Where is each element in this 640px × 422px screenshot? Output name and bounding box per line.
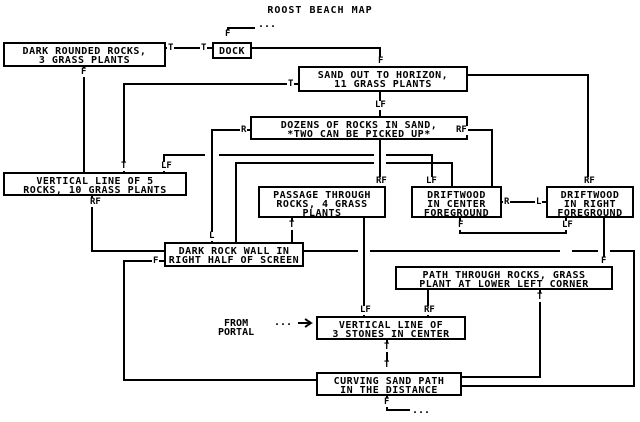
node-vertical-line-of-3[interactable]: VERTICAL LINE OF 3 STONES IN CENTER: [316, 316, 466, 340]
edge-label: F: [224, 29, 232, 39]
edge-label: L: [208, 231, 216, 241]
edge-label: LF: [425, 176, 438, 186]
edge-darkwall-driftcenter: [235, 162, 453, 242]
portal-ellipsis: ...: [274, 317, 293, 328]
from-portal-label: FROM PORTAL: [218, 318, 255, 338]
edge-label: F: [457, 220, 465, 230]
edge-label: RF: [375, 176, 388, 186]
edge-label: L: [535, 197, 543, 207]
edge-label: T: [287, 79, 295, 89]
edge-label: LF: [374, 100, 387, 110]
portal-arrow: [298, 318, 313, 328]
node-dock[interactable]: DOCK: [212, 42, 252, 59]
node-curving-sand-path[interactable]: CURVING SAND PATH IN THE DISTANCE: [316, 372, 462, 396]
edge-label: RF: [89, 197, 102, 207]
node-sand-out-to-horizon[interactable]: SAND OUT TO HORIZON, 11 GRASS PLANTS: [298, 66, 468, 92]
node-driftwood-right[interactable]: DRIFTWOOD IN RIGHT FOREGROUND: [546, 186, 634, 219]
edge-label: LF: [160, 161, 173, 171]
edge-driftcenter-driftright-f: [459, 218, 567, 234]
edge-label: F: [600, 256, 608, 266]
edge-label: T: [536, 292, 544, 302]
edge-path-curving: [450, 290, 541, 378]
edge-label: R: [240, 125, 248, 135]
edge-label: F: [152, 256, 160, 266]
node-dark-rock-wall[interactable]: DARK ROCK WALL IN RIGHT HALF OF SCREEN: [164, 242, 304, 267]
diagram-title: ROOST BEACH MAP: [267, 5, 373, 16]
edge-curving-offscreen: [386, 396, 410, 411]
edge-label: F: [383, 397, 391, 407]
edge-label: T: [383, 360, 391, 370]
node-passage-through-rocks[interactable]: PASSAGE THROUGH ROCKS, 4 GRASS PLANTS: [258, 186, 386, 219]
node-driftwood-center[interactable]: DRIFTWOOD IN CENTER FOREGROUND: [411, 186, 502, 219]
edge-label: T: [200, 43, 208, 53]
edge-label: RF: [455, 125, 468, 135]
edge-vertical5-driftcenter: [163, 154, 433, 186]
edge-label: F: [377, 56, 385, 66]
edge-label: RF: [583, 176, 596, 186]
edge-dozens-driftcenter: [468, 129, 493, 186]
edge-vertical5-darkwall: [91, 196, 164, 252]
ellipsis-bottom: ...: [412, 405, 431, 416]
edge-label: LF: [561, 220, 574, 230]
edge-dozens-darkwall: [211, 129, 250, 242]
edge-sand-driftright: [468, 74, 589, 186]
edge-sand-vertical5: [123, 83, 298, 172]
edge-darkwall-right: [304, 250, 635, 387]
node-dark-rounded-rocks[interactable]: DARK ROUNDED ROCKS, 3 GRASS PLANTS: [3, 42, 166, 67]
edge-label: R: [503, 197, 511, 207]
edge-darkwall-curving: [123, 260, 316, 381]
edge-label: RF: [423, 305, 436, 315]
edge-label: T: [288, 220, 296, 230]
edge-label: F: [80, 67, 88, 77]
edge-label: T: [383, 342, 391, 352]
edge-dock-sand: [252, 47, 381, 66]
edge-label: T: [120, 161, 128, 171]
node-path-through-rocks[interactable]: PATH THROUGH ROCKS, GRASS PLANT AT LOWER…: [395, 266, 613, 290]
ellipsis-top: ...: [258, 19, 277, 30]
node-vertical-line-of-5[interactable]: VERTICAL LINE OF 5 ROCKS, 10 GRASS PLANT…: [3, 172, 187, 196]
edge-label: T: [167, 43, 175, 53]
node-dozens-of-rocks[interactable]: DOZENS OF ROCKS IN SAND, *TWO CAN BE PIC…: [250, 116, 468, 140]
edge-label: LF: [359, 305, 372, 315]
edge-dock-offscreen: [227, 27, 255, 36]
